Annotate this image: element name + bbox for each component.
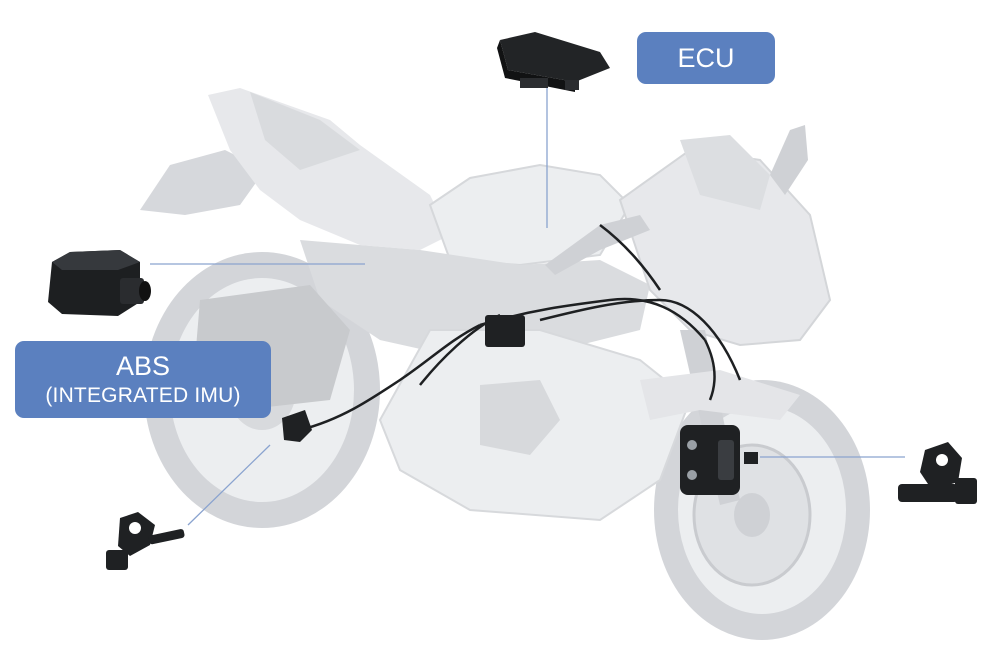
front-wheel — [654, 380, 870, 640]
ecu-unit — [497, 32, 610, 92]
abs-unit-installed — [485, 315, 525, 347]
seat — [208, 88, 450, 250]
ecu-label-text: ECU — [677, 43, 735, 73]
wiring-harness — [299, 224, 742, 432]
front-wheel-speed-sensor — [898, 442, 977, 504]
abs-label-subtitle: (INTEGRATED IMU) — [45, 383, 241, 407]
rear-sensor-installed — [282, 410, 312, 442]
abs-label-title: ABS — [115, 350, 171, 381]
front-brake-caliper — [680, 425, 740, 495]
leader-lines — [150, 84, 905, 526]
abs-module — [48, 250, 151, 316]
mirror — [770, 125, 808, 195]
rear-wheel-speed-sensor — [106, 512, 185, 570]
ecu-label: ECU — [637, 32, 775, 84]
abs-label: ABS (INTEGRATED IMU) — [15, 341, 271, 418]
leader-line-rear-sensor — [187, 444, 271, 526]
tail-section — [140, 150, 265, 215]
